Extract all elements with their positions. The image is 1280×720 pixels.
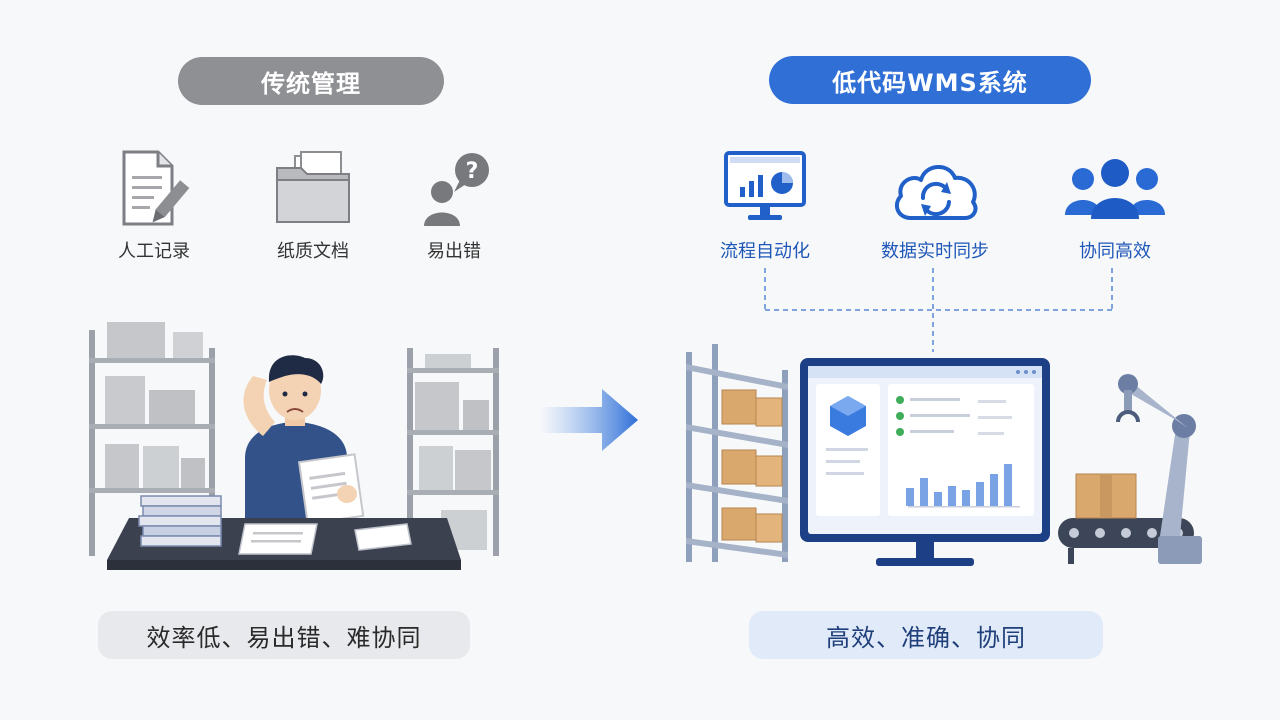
wms-summary: 高效、准确、协同 (749, 611, 1103, 659)
traditional-warehouse-scene (89, 322, 499, 570)
worker-figure (243, 355, 365, 525)
wms-title: 低代码WMS系统 (769, 56, 1091, 104)
feature-automation: 流程自动化 (700, 145, 830, 263)
team-icon (1050, 145, 1180, 231)
shelf-right (407, 348, 499, 556)
feature-label: 协同高效 (1079, 241, 1151, 262)
feature-label: 流程自动化 (720, 241, 810, 262)
user-question-icon: ? (389, 145, 519, 231)
feature-paper-docs: 纸质文档 (248, 145, 378, 263)
connector-lines (764, 268, 1113, 352)
svg-text:?: ? (466, 159, 479, 184)
feature-collaboration: 协同高效 (1050, 145, 1180, 263)
shelf-left (89, 322, 215, 556)
cloud-sync-icon (870, 145, 1000, 231)
feature-label: 数据实时同步 (881, 241, 989, 262)
shelf-blue (686, 344, 788, 562)
traditional-summary: 效率低、易出错、难协同 (98, 611, 470, 659)
feature-error-prone: ? 易出错 (389, 145, 519, 263)
transition-arrow-icon (540, 389, 638, 451)
feature-label: 人工记录 (118, 241, 190, 262)
traditional-title: 传统管理 (178, 57, 444, 105)
smart-warehouse-scene (686, 344, 1202, 566)
monitor-chart-icon (700, 145, 830, 231)
document-pen-icon (89, 145, 219, 231)
feature-label: 纸质文档 (277, 241, 349, 262)
feature-label: 易出错 (427, 241, 481, 262)
feature-manual-record: 人工记录 (89, 145, 219, 263)
conveyor-robot (1058, 374, 1202, 564)
dashboard-monitor (800, 358, 1050, 566)
feature-realtime-sync: 数据实时同步 (870, 145, 1000, 263)
folder-icon (248, 145, 378, 231)
desk (107, 495, 461, 570)
